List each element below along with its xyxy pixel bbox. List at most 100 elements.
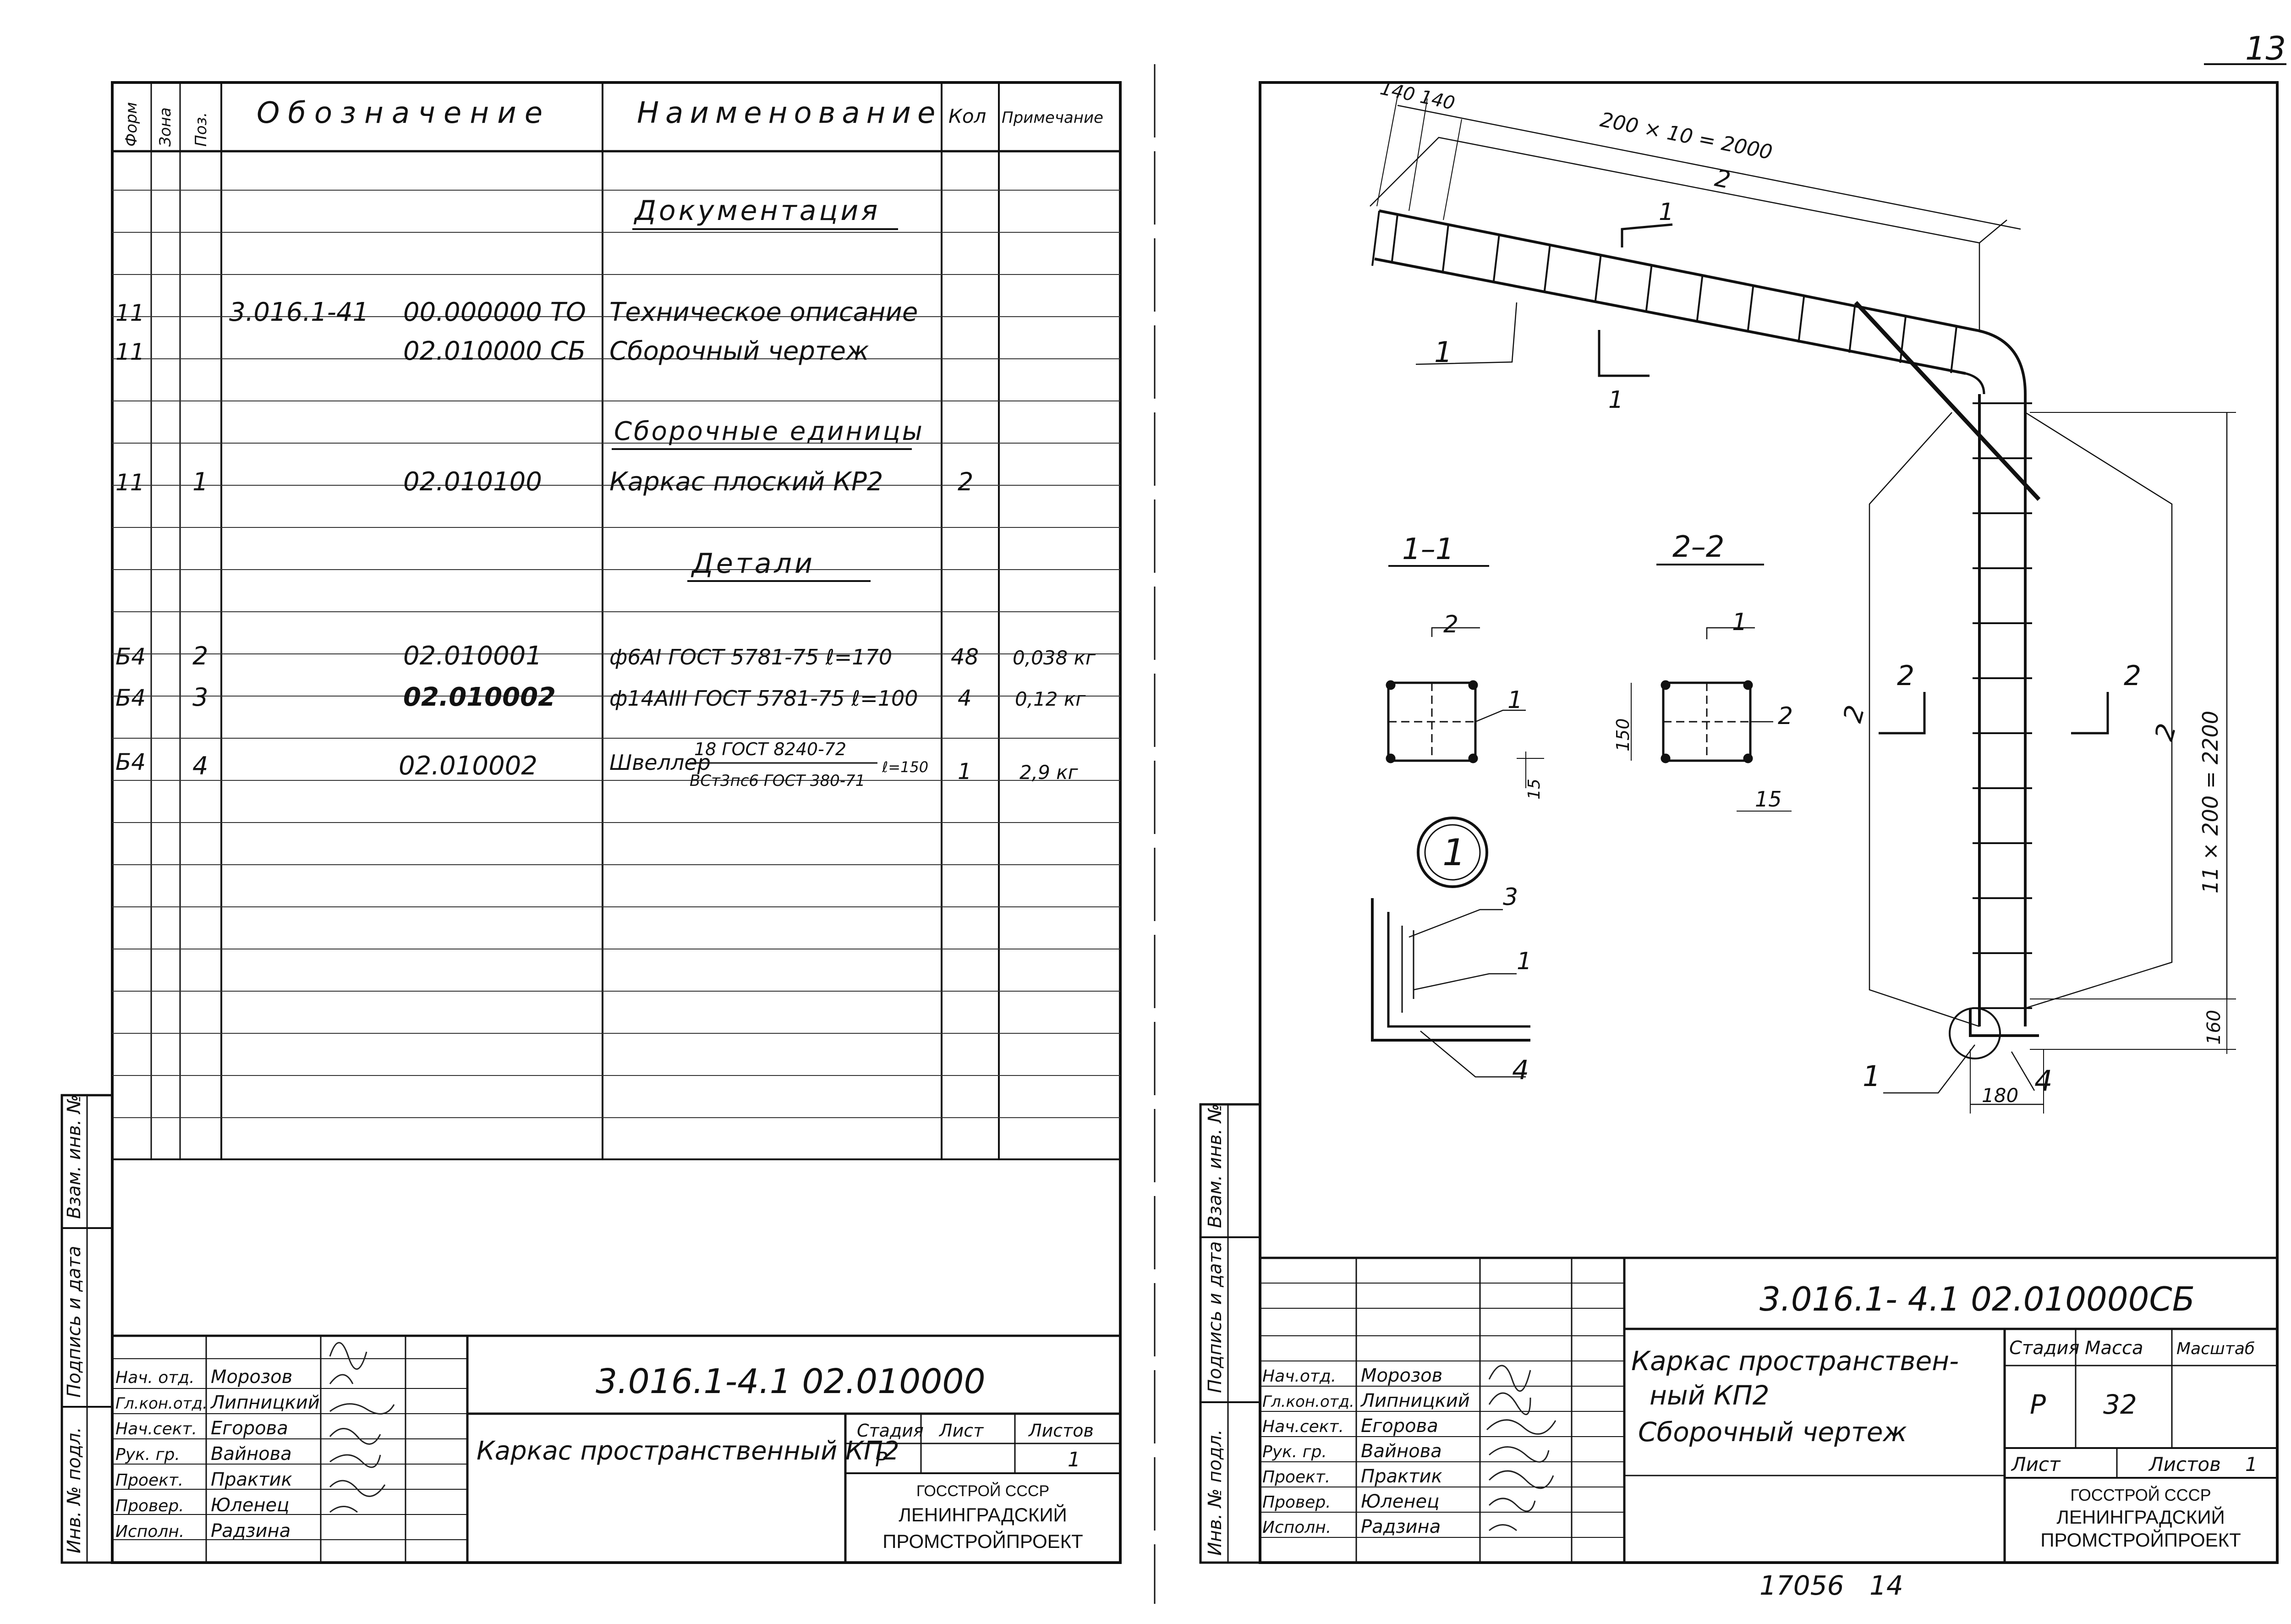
cell-qty: 4	[958, 686, 972, 711]
left-title-block	[112, 1334, 1120, 1563]
right-mass: 32	[2103, 1389, 2137, 1420]
role: Исполн.	[115, 1522, 184, 1541]
right-mass-label: Масса	[2085, 1338, 2143, 1359]
cell-note: 0,038 кг	[1013, 647, 1096, 669]
role: Нач. отд.	[115, 1368, 195, 1387]
cell-name: Сборочный чертеж	[609, 336, 869, 366]
stirrup	[1848, 306, 1856, 353]
detail-1	[1371, 817, 1530, 1078]
cell-designation-b: 00.000000 ТО	[403, 297, 586, 327]
left-signatures	[329, 1342, 395, 1513]
table-row: Б4 2 02.010001 ф6АI ГОСТ 5781-75 ℓ=170 4…	[115, 641, 1096, 671]
role: Нач.сект.	[1262, 1417, 1344, 1436]
right-org-2: ЛЕНИНГРАДСКИЙ	[2056, 1506, 2225, 1528]
cell-qty: 1	[958, 759, 972, 785]
detail-1-number: 1	[1442, 831, 1466, 874]
table-row: Сборочные единицы	[612, 417, 922, 450]
table-row: 11 1 02.010100 Каркас плоский КР2 2	[115, 467, 973, 497]
pos-4-label-bottom: 4	[2034, 1064, 2052, 1097]
page-number: 13	[2245, 30, 2286, 67]
cell-name: ф14АIII ГОСТ 5781-75 ℓ=100	[609, 686, 918, 711]
stirrup	[1391, 214, 1398, 262]
left-stage-label: Стадия	[857, 1421, 924, 1441]
cut-mark-1-top: 1	[1659, 198, 1674, 226]
stirrup	[1696, 275, 1704, 323]
assembly-sheet	[1199, 81, 2279, 1564]
side-label-inventory: Инв. № подл.	[64, 1427, 85, 1553]
section-1-1-title: 1–1	[1402, 532, 1454, 566]
right-signatures	[1486, 1365, 1557, 1531]
detail-pos-3: 3	[1503, 883, 1518, 911]
right-scale-label: Масштаб	[2176, 1339, 2255, 1358]
channel-fraction-bottom: ВСт3пс6 ГОСТ 380-71	[690, 772, 865, 790]
side-label-inventory-r: Инв. № подл.	[1205, 1429, 1226, 1556]
cell-name: ф6АI ГОСТ 5781-75 ℓ=170	[609, 645, 892, 669]
dim-vertical: 11 × 200 = 2200	[2198, 711, 2223, 894]
cell-designation-b: 02.010000 СБ	[403, 336, 586, 366]
cell-pos: 2	[192, 642, 208, 670]
header-zone: Зона	[156, 107, 175, 147]
left-sheets: 1	[1068, 1448, 1080, 1471]
cell-format: 11	[115, 300, 145, 326]
role: Нач.сект.	[115, 1420, 197, 1438]
role: Исполн.	[1262, 1518, 1331, 1537]
cell-note: 2,9 кг	[1019, 761, 1079, 784]
person-name: Радзина	[211, 1520, 290, 1542]
role: Нач.отд.	[1262, 1367, 1336, 1386]
left-stage: Р	[875, 1448, 888, 1471]
person-name: Вайнова	[211, 1443, 292, 1465]
dim-top-long: 200 × 10 = 2000	[1598, 108, 1774, 165]
frame-elevation	[1370, 96, 2236, 1114]
header-note: Примечание	[1002, 109, 1103, 127]
left-org-2: ЛЕНИНГРАДСКИЙ	[899, 1503, 1067, 1525]
right-title-1: Каркас пространствен-	[1631, 1345, 1959, 1377]
cell-pos: 3	[192, 683, 208, 712]
cell-designation-b: 02.010100	[403, 467, 542, 497]
person-name: Практик	[1361, 1466, 1442, 1487]
side-label-signature-r: Подпись и дата	[1205, 1241, 1226, 1393]
section-2-2	[1631, 627, 1792, 812]
sec11-dim-15: 15	[1525, 779, 1544, 800]
role: Провер.	[115, 1497, 184, 1515]
person-name: Липницкий	[210, 1392, 320, 1413]
cell-designation-a: 3.016.1-41	[229, 297, 369, 327]
cell-designation-b: 02.010002	[399, 751, 537, 781]
right-stage-label: Стадия	[2009, 1338, 2079, 1359]
person-name: Морозов	[1361, 1365, 1442, 1386]
pos-1-label-bottom: 1	[1863, 1059, 1880, 1093]
role: Гл.кон.отд.	[115, 1394, 208, 1413]
left-title: Каркас пространственный КП2	[477, 1436, 899, 1466]
cut-mark-2-left: 2	[1897, 660, 1914, 692]
stirrup	[1950, 326, 1957, 373]
right-org-1: ГОССТРОЙ СССР	[2070, 1485, 2211, 1504]
cut-mark-2-right: 2	[2124, 660, 2141, 692]
left-designation: 3.016.1-4.1 02.010000	[596, 1362, 986, 1401]
sec22-dim-150: 150	[1613, 718, 1633, 752]
header-pos: Поз.	[192, 112, 210, 147]
person-name: Егорова	[211, 1418, 288, 1439]
right-sheets-label: Листов	[2148, 1453, 2221, 1476]
spec-header: Форм Зона Поз. Обозначение Наименование …	[122, 96, 1103, 147]
person-name: Егорова	[1361, 1416, 1438, 1437]
cell-format: 11	[115, 469, 145, 496]
right-designation: 3.016.1- 4.1 02.010000СБ	[1759, 1280, 2195, 1318]
right-sheets: 1	[2245, 1453, 2258, 1476]
drawing-annotations: 140 140 200 × 10 = 2000 2 11 × 200 = 220…	[1378, 78, 2225, 1107]
pos-1-label: 1	[1434, 335, 1452, 369]
person-name: Липницкий	[1360, 1390, 1470, 1411]
sec22-label-2: 2	[1778, 702, 1793, 730]
person-name: Радзина	[1361, 1516, 1441, 1537]
dim-bottom-height: 160	[2203, 1010, 2225, 1045]
person-name: Морозов	[211, 1366, 292, 1388]
cell-format: Б4	[115, 749, 146, 775]
detail-pos-1: 1	[1517, 948, 1532, 975]
cell-pos: 4	[192, 752, 208, 780]
person-name: Практик	[211, 1469, 292, 1490]
table-row: 11 3.016.1-41 00.000000 ТО Техническое о…	[115, 297, 918, 327]
cell-name: Каркас плоский КР2	[609, 467, 883, 497]
left-sheet-label: Лист	[938, 1421, 984, 1441]
left-org-1: ГОССТРОЙ СССР	[916, 1482, 1049, 1500]
header-name: Наименование	[637, 96, 942, 130]
right-sheet-label: Лист	[2011, 1453, 2061, 1476]
